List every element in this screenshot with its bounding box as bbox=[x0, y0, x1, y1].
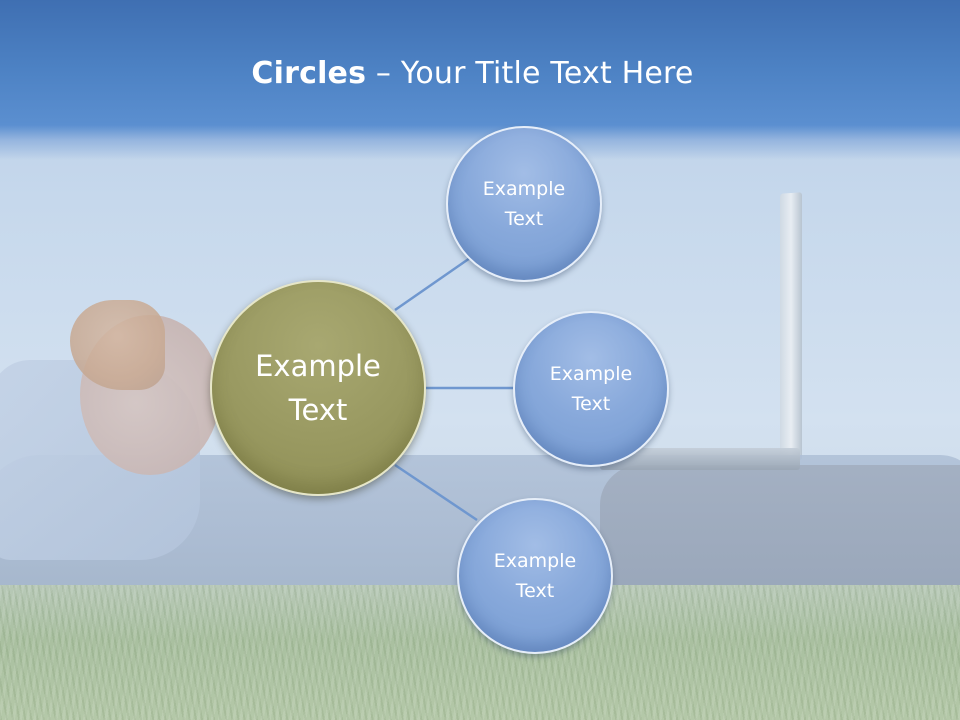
title-bold: Circles bbox=[251, 56, 367, 91]
slide-title: Circles – Your Title Text Here bbox=[0, 56, 945, 91]
center-circle-label: Example Text bbox=[255, 349, 381, 427]
laptop-base-image bbox=[600, 448, 800, 470]
connector-to-node-3 bbox=[394, 463, 478, 522]
header-band bbox=[0, 0, 960, 160]
node-circle-1[interactable]: Example Text bbox=[446, 126, 602, 282]
node-circle-3[interactable]: Example Text bbox=[457, 498, 613, 654]
node-circle-2[interactable]: Example Text bbox=[513, 311, 669, 467]
node-circle-3-label: Example Text bbox=[493, 550, 577, 602]
person-trousers-image bbox=[600, 465, 960, 595]
title-rest: – Your Title Text Here bbox=[366, 56, 694, 91]
node-circle-1-label: Example Text bbox=[482, 178, 566, 230]
connector-to-node-1 bbox=[394, 256, 471, 312]
node-circle-2-label: Example Text bbox=[549, 363, 633, 415]
person-hair-image bbox=[70, 300, 165, 390]
center-circle[interactable]: Example Text bbox=[210, 280, 426, 496]
